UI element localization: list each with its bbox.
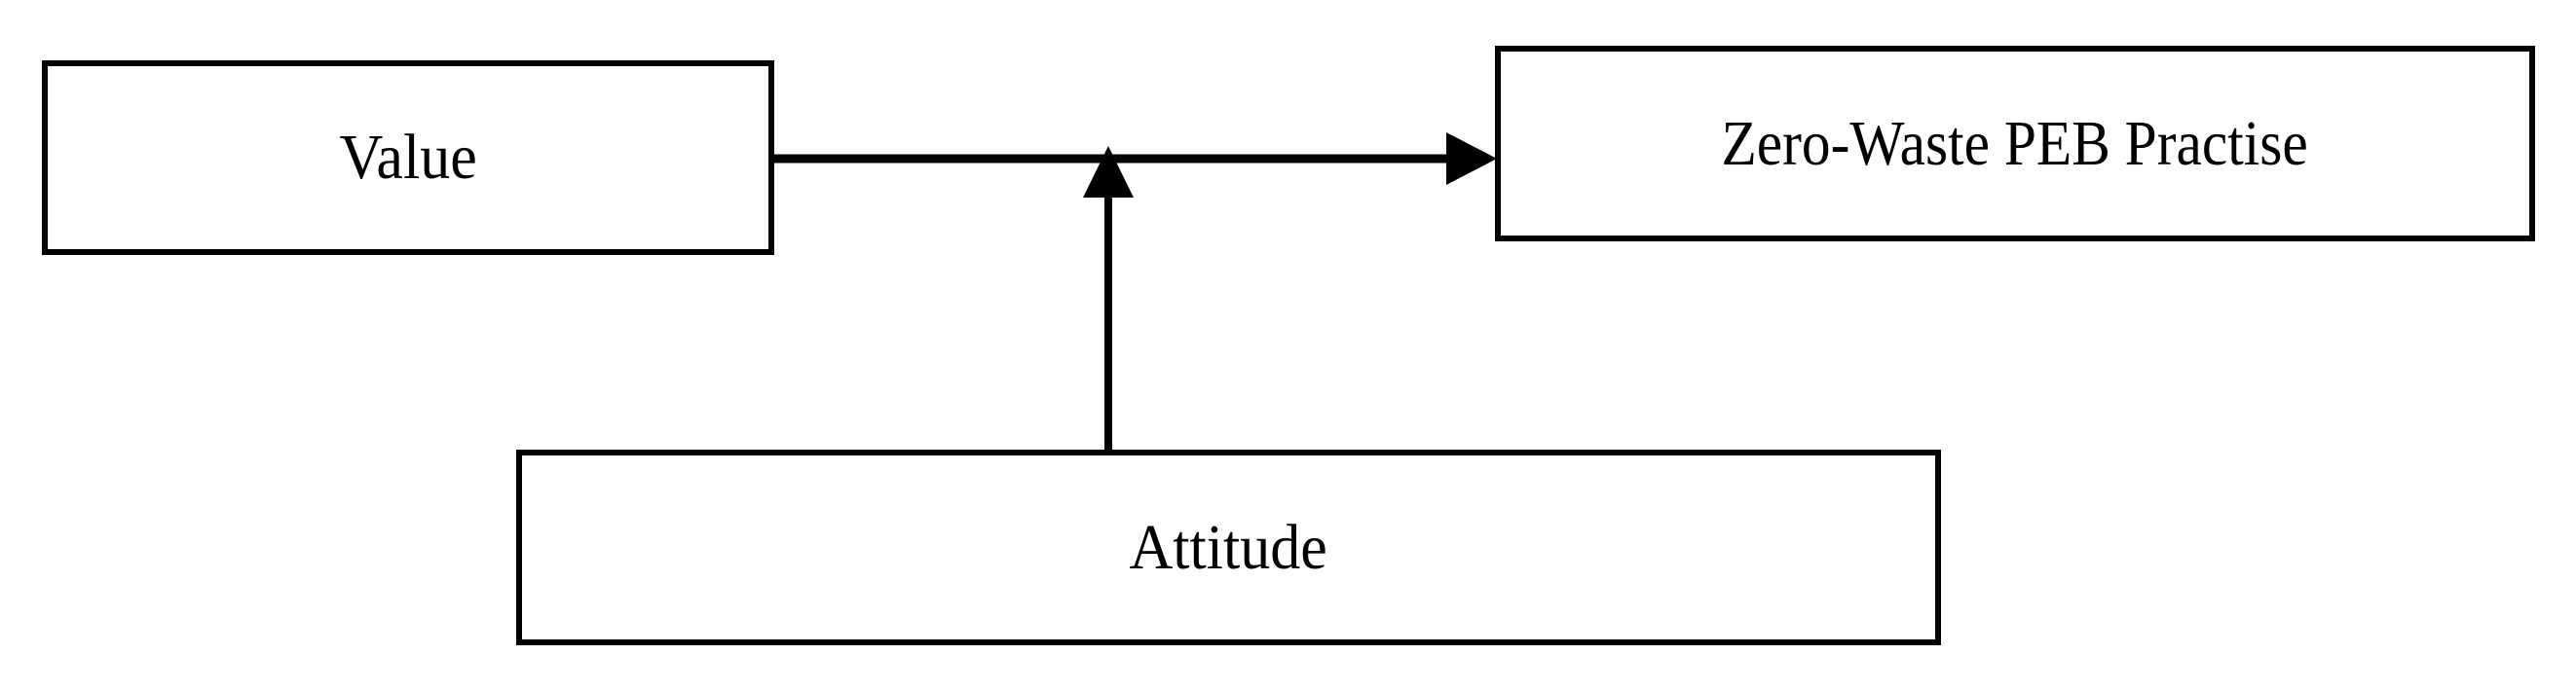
edge-value-to-outcome <box>774 132 1497 185</box>
arrowhead-up-icon <box>1083 146 1134 198</box>
edge-attitude-to-path <box>1083 146 1134 452</box>
node-value: Value <box>42 60 774 255</box>
node-attitude: Attitude <box>516 450 1941 645</box>
node-outcome-label: Zero-Waste PEB Practise <box>1721 107 2309 179</box>
arrowhead-right-icon <box>1446 132 1497 185</box>
node-outcome: Zero-Waste PEB Practise <box>1495 46 2535 241</box>
node-value-label: Value <box>339 122 477 193</box>
node-attitude-label: Attitude <box>1129 511 1328 583</box>
